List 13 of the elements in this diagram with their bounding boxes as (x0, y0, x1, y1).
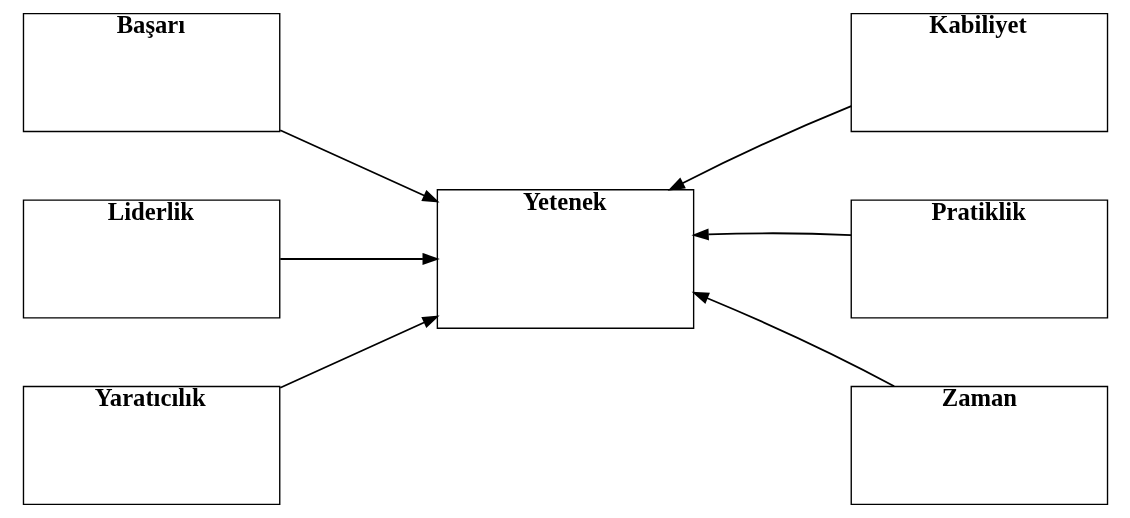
arrow (691, 291, 895, 388)
node-box: Başarı (22, 13, 280, 133)
node-box: Yaratıcılık (22, 385, 280, 505)
node-box: Yetenek (436, 189, 694, 329)
arrow (690, 228, 852, 241)
node-box: Liderlik (22, 199, 280, 319)
arrow (278, 315, 440, 389)
node-box: Pratiklik (850, 199, 1108, 319)
arrow (278, 129, 440, 203)
node-box: Zaman (850, 385, 1108, 505)
arrow (667, 105, 852, 191)
node-box: Kabiliyet (850, 13, 1108, 133)
arrow (278, 252, 440, 266)
